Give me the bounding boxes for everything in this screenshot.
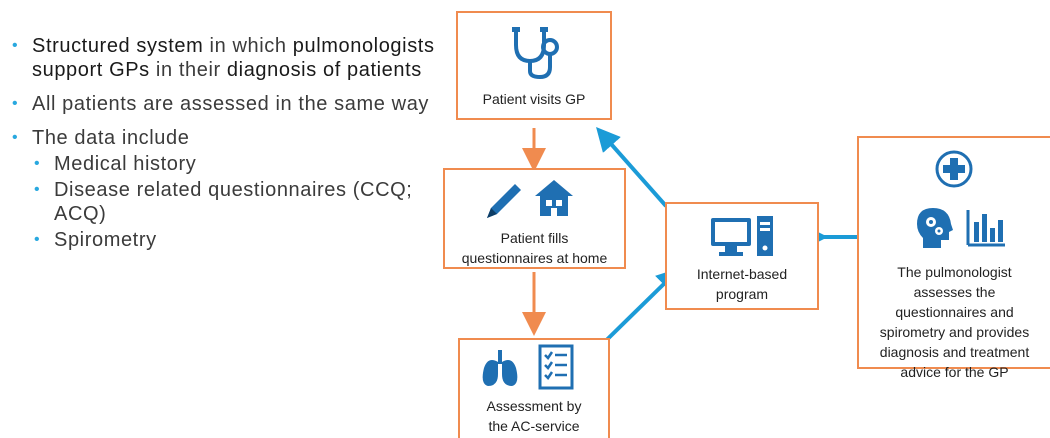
box-label: Internet-based <box>696 266 788 282</box>
bullet-dot: • <box>34 155 41 172</box>
sub-bullet-text: Disease related questionnaires (CCQ; ACQ… <box>54 179 413 225</box>
bullet-dot: • <box>12 129 19 146</box>
box-internet-based-program: Internet-based program <box>665 202 819 310</box>
bar-chart-icon <box>965 208 1007 253</box>
bullet-text-strong: pulmonologists support GPs <box>32 35 435 81</box>
sub-bullet-text: Medical history <box>54 153 197 175</box>
sub-bullet-item: • Spirometry <box>10 228 440 252</box>
bullet-list: • Structured system in which pulmonologi… <box>10 34 440 252</box>
box-label: assesses the <box>913 284 996 300</box>
checklist-icon <box>536 344 576 395</box>
arrow-program-to-gp <box>596 127 668 208</box>
box-label: questionnaires and <box>895 304 1014 320</box>
box-label: Assessment by <box>486 398 582 414</box>
bullet-text: All patients are assessed in the same wa… <box>32 93 430 115</box>
medical-cross-icon <box>935 150 973 193</box>
bullet-text: in their <box>149 59 227 81</box>
head-gears-icon <box>915 206 955 255</box>
box-patient-visits-gp: Patient visits GP <box>456 11 612 120</box>
pencil-icon <box>481 178 527 229</box>
computer-icon <box>709 214 779 263</box>
box-label: the AC-service <box>488 418 580 434</box>
box-label: spirometry and provides <box>879 324 1030 340</box>
box-label: diagnosis and treatment <box>879 344 1030 360</box>
box-assessment-ac-service: Assessment by the AC-service <box>458 338 610 438</box>
box-label: program <box>715 286 769 302</box>
sub-bullet-item: • Disease related questionnaires (CCQ; A… <box>10 178 440 226</box>
box-label: questionnaires at home <box>461 250 608 266</box>
bullet-item-assessed: • All patients are assessed in the same … <box>10 92 440 116</box>
sub-bullet-text: Spirometry <box>54 229 157 251</box>
bullet-text-strong: diagnosis of patients <box>226 59 422 81</box>
bullet-dot: • <box>34 181 41 198</box>
bullet-text-strong: Structured system <box>32 35 204 57</box>
box-label: Patient fills <box>500 230 569 246</box>
box-label: Patient visits GP <box>482 91 586 107</box>
sub-bullet-item: • Medical history <box>10 152 440 176</box>
bullet-item-data-include: • The data include <box>10 126 440 150</box>
bullet-text: The data include <box>32 127 190 149</box>
house-icon <box>533 176 575 225</box>
box-label: The pulmonologist <box>897 264 1012 280</box>
bullet-item-structured-system: • Structured system in which pulmonologi… <box>10 34 440 82</box>
bullet-text: in which <box>203 35 293 57</box>
stethoscope-icon <box>510 25 562 86</box>
bullet-dot: • <box>34 231 41 248</box>
box-pulmonologist: The pulmonologist assesses the questionn… <box>857 136 1050 380</box>
bullet-dot: • <box>12 95 19 112</box>
box-label: advice for the GP <box>900 364 1009 380</box>
lungs-icon <box>478 346 522 395</box>
box-patient-fills-questionnaires: Patient fills questionnaires at home <box>443 168 626 269</box>
bullet-dot: • <box>12 37 19 54</box>
